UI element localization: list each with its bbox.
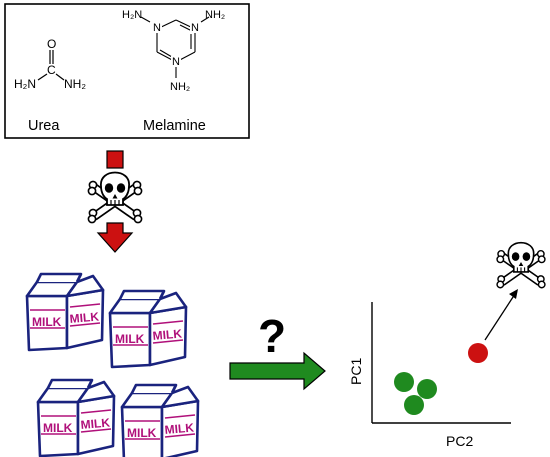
green-point-3 <box>404 395 424 415</box>
urea-amine-left: H₂N <box>14 77 36 91</box>
milk-label-3a: MILK <box>43 421 73 435</box>
green-point-1 <box>394 372 414 392</box>
melamine-name: Melamine <box>143 118 206 134</box>
skull-crossbones-icon <box>88 173 141 223</box>
milk-labels: MILK MILK MILK MILK MILK MILK MILK MILK <box>32 309 195 440</box>
melamine-n-bottom: N <box>172 56 180 68</box>
milk-label-4a: MILK <box>127 426 157 440</box>
urea-oxygen: O <box>47 37 56 51</box>
milk-label-3b: MILK <box>80 415 111 432</box>
down-arrow <box>96 150 134 253</box>
question-mark: ? <box>258 310 286 362</box>
urea-name: Urea <box>28 118 60 134</box>
milk-label-1a: MILK <box>32 315 62 329</box>
milk-label-2a: MILK <box>115 332 145 346</box>
melamine-amine-bottom: NH₂ <box>170 81 190 93</box>
melamine-amine-left: H₂N <box>122 9 142 21</box>
pca-plot: PC2 PC1 <box>348 289 518 449</box>
right-arrow <box>229 351 326 391</box>
milk-label-1b: MILK <box>69 309 100 326</box>
urea-carbon: C <box>47 63 56 77</box>
melamine-structure: N N N H₂N NH₂ NH₂ <box>122 9 225 93</box>
milk-label-4b: MILK <box>164 420 195 437</box>
milk-label-2b: MILK <box>152 326 183 343</box>
molecule-box <box>4 3 250 139</box>
pca-x-label: PC2 <box>446 433 473 449</box>
urea-amine-right: NH₂ <box>64 77 86 91</box>
melamine-n-top-right: N <box>191 22 199 34</box>
toxic-arrow <box>484 293 516 341</box>
skull-crossbones-icon <box>497 243 545 288</box>
urea-structure: O C H₂N NH₂ <box>14 37 86 91</box>
melamine-amine-right: NH₂ <box>205 9 225 21</box>
green-point-2 <box>417 379 437 399</box>
melamine-n-top-left: N <box>153 22 161 34</box>
pca-y-label: PC1 <box>348 358 364 385</box>
red-point <box>468 343 488 363</box>
toxic-arrow-head <box>509 289 518 299</box>
